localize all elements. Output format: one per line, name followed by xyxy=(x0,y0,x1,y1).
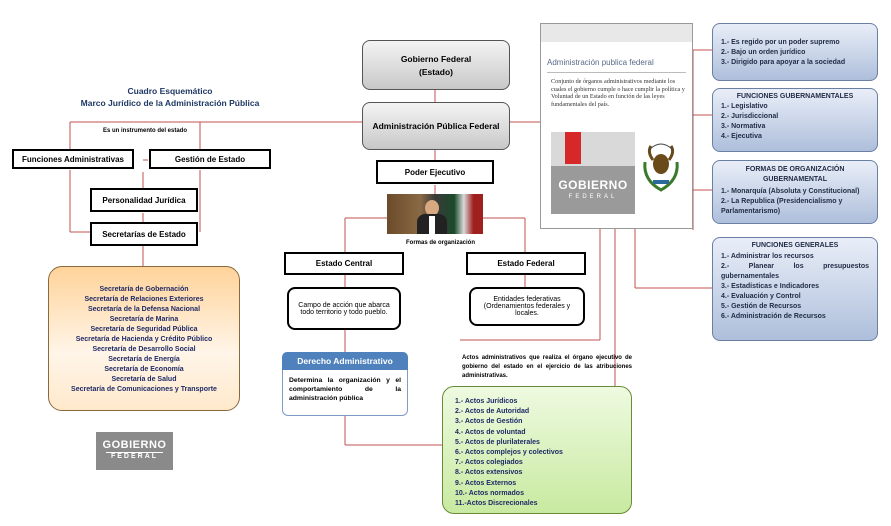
mexico-seal xyxy=(639,136,683,196)
acto-item: 11.-Actos Discrecionales xyxy=(455,500,538,508)
actos-list: 1.- Actos Jurídicos 2.- Actos de Autorid… xyxy=(442,386,632,514)
estado-central-box: Estado Central xyxy=(284,252,404,275)
secretaria-item: Secretaría de Relaciones Exteriores xyxy=(84,296,204,303)
derecho-title: Derecho Administrativo xyxy=(282,352,408,370)
characteristic-item: 1.- Es regido por un poder supremo xyxy=(721,39,840,46)
characteristic-item: 2.- Bajo un orden jurídico xyxy=(721,49,806,56)
estado-characteristics-box: 1.- Es regido por un poder supremo 2.- B… xyxy=(712,23,878,81)
slide-title: Administración publica federal xyxy=(547,58,654,67)
president-photo xyxy=(387,194,483,234)
personalidad-juridica-box: Personalidad Jurídica xyxy=(90,188,198,212)
estado-central-desc: Campo de acción que abarca todo territor… xyxy=(287,287,401,330)
forma-item: 1.- Monarquía (Absoluta y Constitucional… xyxy=(721,188,860,195)
funcion-item: 2.- Jurisdiccional xyxy=(721,113,779,120)
gobierno-federal-line2: (Estado) xyxy=(419,66,453,77)
administracion-publica-box: Administración Pública Federal xyxy=(362,102,510,150)
acto-item: 6.- Actos complejos y colectivos xyxy=(455,449,563,457)
formas-organizacion-title: FORMAS DE ORGANIZACIÓN GUBERNAMENTAL xyxy=(745,166,845,183)
funcion-item: 1.- Legislativo xyxy=(721,103,768,110)
derecho-administrativo-panel: Derecho Administrativo Determina la orga… xyxy=(282,352,408,416)
secretaria-item: Secretaría de Seguridad Pública xyxy=(90,326,198,333)
secretaria-item: Secretaría de Desarrollo Social xyxy=(92,346,196,353)
title-line2: Marco Jurídico de la Administración Públ… xyxy=(80,98,260,108)
secretaria-item: Secretaría de Hacienda y Crédito Público xyxy=(75,336,213,343)
funciones-generales-box: FUNCIONES GENERALES 1.- Administrar los … xyxy=(712,237,878,341)
forma-item: 2.- La Republica (Presidencialismo y Par… xyxy=(721,198,843,215)
slide-thumbnail: Administración publica federal Conjunto … xyxy=(540,23,693,229)
secretaria-item: Secretaría de Economía xyxy=(104,366,184,373)
formas-organizacion-box: FORMAS DE ORGANIZACIÓN GUBERNAMENTAL 1.-… xyxy=(712,160,878,224)
gobierno-federal-line1: Gobierno Federal xyxy=(400,53,472,64)
funcion-item: 3.- Normativa xyxy=(721,123,766,130)
funcion-general-item: 6.- Administración de Recursos xyxy=(721,313,826,320)
secretaria-item: Secretaría de Marina xyxy=(109,316,179,323)
acto-item: 9.- Actos Externos xyxy=(455,479,517,487)
funcion-item: 4.- Ejecutiva xyxy=(721,133,762,140)
acto-item: 10.- Actos normados xyxy=(455,489,524,497)
gobierno-federal-box: Gobierno Federal (Estado) xyxy=(362,40,510,90)
acto-item: 8.- Actos extensivos xyxy=(455,469,523,477)
slide-logo: GOBIERNO FEDERAL xyxy=(551,132,635,214)
derecho-desc: Determina la organización y el comportam… xyxy=(289,377,401,402)
acto-item: 1.- Actos Jurídicos xyxy=(455,398,518,405)
secretaria-item: Secretaría de Salud xyxy=(111,376,177,383)
estado-federal-box: Estado Federal xyxy=(466,252,586,275)
funcion-general-item: 5.- Gestión de Recursos xyxy=(721,303,802,310)
diagram-title: Cuadro Esquemático Marco Jurídico de la … xyxy=(70,86,270,108)
funciones-administrativas-box: Funciones Administrativas xyxy=(12,149,134,169)
formas-organizacion-label: Formas de organización xyxy=(406,240,476,246)
title-line1: Cuadro Esquemático xyxy=(127,86,213,96)
secretarias-list: Secretaría de Gobernación Secretaría de … xyxy=(48,266,240,411)
funcion-general-item: 3.- Estadísticas e Indicadores xyxy=(721,283,820,290)
logo-line1: GOBIERNO xyxy=(102,439,167,451)
estado-federal-desc: Entidades federativas (Ordenamientos fed… xyxy=(469,287,585,326)
acto-item: 3.- Actos de Gestión xyxy=(455,418,523,426)
secretaria-item: Secretaría de Comunicaciones y Transport… xyxy=(71,386,217,393)
acto-item: 2.- Actos de Autoridad xyxy=(455,408,530,416)
slide-text: Conjunto de órganos administrativos medi… xyxy=(551,78,685,108)
actos-note: Actos administrativos que realiza el órg… xyxy=(462,355,632,379)
secretarias-estado-box: Secretarías de Estado xyxy=(90,222,198,246)
characteristic-item: 3.- Dirigido para apoyar a la sociedad xyxy=(721,59,846,66)
instrument-note: Es un instrumento del estado xyxy=(103,128,188,134)
logo-line2: FEDERAL xyxy=(106,452,163,460)
slide-logo-line1: GOBIERNO xyxy=(558,178,628,192)
funciones-gubernamentales-box: FUNCIONES GUBERNAMENTALES 1.- Legislativ… xyxy=(712,88,878,152)
acto-item: 7.- Actos colegiados xyxy=(455,459,523,467)
funciones-generales-title: FUNCIONES GENERALES xyxy=(751,242,839,249)
funcion-general-item: 1.- Administrar los recursos xyxy=(721,253,814,260)
funcion-general-item: 2.- Planear los presupuestos gubernament… xyxy=(721,263,869,280)
secretaria-item: Secretaría de Gobernación xyxy=(99,286,189,293)
gestion-estado-box: Gestión de Estado xyxy=(149,149,271,169)
poder-ejecutivo-box: Poder Ejecutivo xyxy=(376,160,494,184)
funcion-general-item: 4.- Evaluación y Control xyxy=(721,293,801,300)
funciones-gubernamentales-title: FUNCIONES GUBERNAMENTALES xyxy=(736,93,854,100)
secretaria-item: Secretaría de la Defensa Nacional xyxy=(87,306,201,313)
acto-item: 5.- Actos de plurilaterales xyxy=(455,438,540,446)
gobierno-federal-logo: GOBIERNO FEDERAL xyxy=(96,432,173,470)
secretaria-item: Secretaría de Energía xyxy=(108,356,180,363)
slide-logo-line2: FEDERAL xyxy=(568,194,618,200)
acto-item: 4.- Actos de voluntad xyxy=(455,428,526,436)
